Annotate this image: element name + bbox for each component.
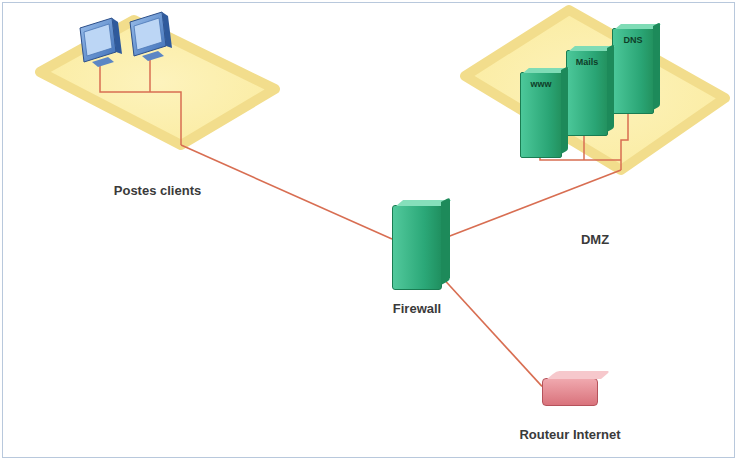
network-link	[442, 170, 621, 239]
dmz-zone: DMZwwwMailsDNS	[465, 10, 725, 170]
server-label: Mails	[567, 57, 607, 67]
node-label: Firewall	[393, 301, 441, 316]
node-label: Postes clients	[114, 183, 201, 198]
lan-wires	[100, 56, 628, 170]
server-label: www	[521, 79, 561, 89]
server-label: DNS	[613, 35, 653, 45]
node-label: Routeur Internet	[519, 427, 620, 442]
client-group: Postes clients	[40, 20, 275, 145]
firewall-tower: Firewall	[392, 205, 442, 290]
internet-router: Routeur Internet	[542, 378, 598, 406]
dmz-platform	[465, 10, 725, 170]
client-monitor	[80, 18, 122, 67]
network-link	[181, 145, 392, 239]
node-label: DMZ	[581, 232, 609, 247]
server-tower: www	[520, 72, 562, 158]
server-tower: DNS	[612, 28, 654, 114]
server-tower: Mails	[566, 50, 608, 136]
client-monitor	[130, 12, 172, 61]
network-link	[442, 277, 542, 386]
